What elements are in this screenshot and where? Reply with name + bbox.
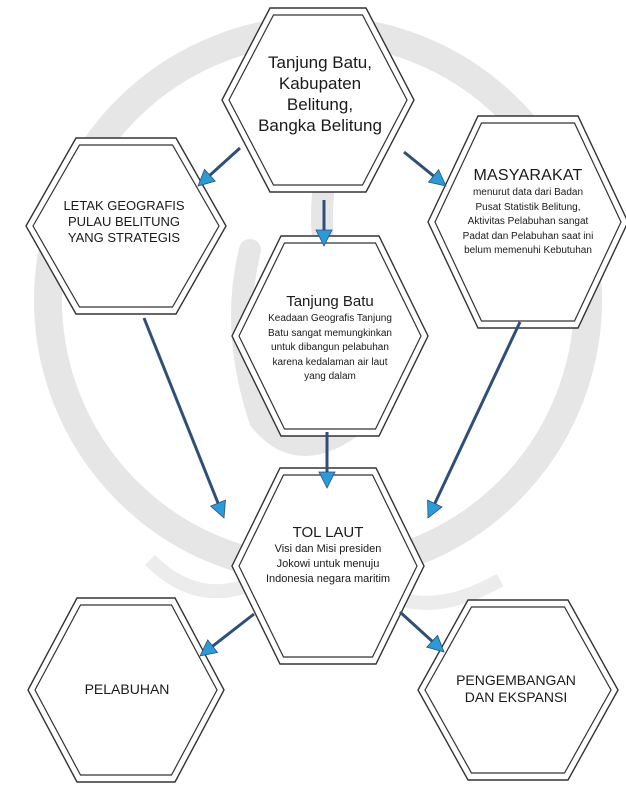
arrow-right-to-toll-line	[433, 321, 522, 505]
node-title: Tanjung Batu	[286, 293, 374, 310]
hex-top-inner	[228, 14, 408, 186]
arrow-top-to-left-line	[208, 146, 242, 177]
node-title: MASYARAKAT	[473, 167, 583, 184]
arrow-right-to-toll	[427, 321, 522, 519]
hex-pengembangan	[417, 599, 619, 781]
arrow-top-to-right-head	[427, 168, 447, 187]
hex-toll	[231, 467, 425, 665]
node-masyarakat: MASYARAKAT menurut data dari Badan Pusat…	[436, 166, 620, 258]
arrow-left-to-toll	[142, 317, 226, 519]
node-line: Padat dan Pelabuhan saat ini	[462, 230, 594, 242]
node-line: belum memenuhi Kebutuhan	[464, 245, 592, 256]
node-tol-laut: TOL LAUT Visi dan Misi presiden Jokowi u…	[238, 524, 418, 586]
node-line: Belitung,	[286, 95, 354, 114]
hex-toll-outer	[231, 467, 425, 665]
hex-top-outer	[221, 7, 415, 193]
hex-pengembangan-outer	[417, 599, 619, 781]
node-line: PELABUHAN	[84, 681, 170, 697]
arrow-layer	[142, 146, 522, 657]
node-line: Tanjung Batu,	[268, 53, 372, 72]
node-line: menurut data dari Badan	[472, 187, 584, 198]
hex-right	[427, 115, 626, 329]
arrow-right-to-toll-head	[427, 499, 443, 519]
hex-pengembangan-inner	[424, 606, 612, 774]
node-line: LETAK GEOGRAFIS	[63, 198, 185, 213]
node-line: untuk dibangun pelabuhan	[271, 342, 389, 353]
node-line: Pusat Statistik Belitung,	[475, 201, 581, 213]
node-tanjung-batu-belitung: Tanjung Batu, Kabupaten Belitung, Bangka…	[230, 52, 410, 136]
arrow-top-to-left	[197, 146, 242, 187]
hexagon-layer	[25, 7, 626, 783]
arrow-top-to-left-head	[197, 168, 216, 187]
hex-right-outer	[427, 115, 626, 329]
hex-left	[25, 137, 227, 315]
hex-toll-inner	[238, 474, 418, 658]
node-line: PENGEMBANGAN	[456, 672, 576, 688]
node-line: Kabupaten	[278, 74, 362, 93]
arrow-left-to-toll-head	[209, 499, 226, 519]
hex-top	[221, 7, 415, 193]
node-line: YANG STRATEGIS	[67, 230, 181, 245]
arrow-toll-to-pelabuhan-head	[199, 639, 219, 657]
node-line: karena kedalaman air laut	[272, 356, 388, 368]
hex-right-inner	[434, 122, 622, 322]
hex-center-outer	[231, 235, 429, 437]
node-pelabuhan: PELABUHAN	[52, 681, 202, 698]
arrow-toll-to-pelabuhan-line	[211, 612, 255, 648]
node-line: Aktivitas Pelabuhan sangat	[467, 216, 589, 227]
node-line: Bangka Belitung	[258, 116, 382, 135]
node-line: DAN EKSPANSI	[464, 689, 568, 705]
node-line: Visi dan Misi presiden	[274, 543, 382, 555]
arrow-top-to-center	[315, 200, 333, 247]
arrow-top-to-center-head	[315, 229, 333, 247]
arrow-toll-to-pengembangan-head	[426, 634, 445, 653]
node-line: Jokowi untuk menuju	[276, 558, 380, 570]
arrow-top-to-right-line	[403, 150, 435, 178]
arrow-toll-to-pengembangan-line	[398, 610, 434, 643]
hex-left-inner	[32, 144, 220, 308]
hex-center-inner	[238, 242, 422, 430]
node-line: PULAU BELITUNG	[68, 214, 180, 229]
node-letak-geografis: LETAK GEOGRAFIS PULAU BELITUNG YANG STRA…	[36, 198, 212, 246]
arrow-toll-to-pelabuhan	[199, 612, 255, 657]
hex-pelabuhan	[27, 597, 225, 783]
node-line: yang dalam	[304, 371, 356, 382]
node-line: Indonesia negara maritim	[265, 573, 391, 585]
arrow-left-to-toll-line	[142, 317, 220, 504]
node-title: TOL LAUT	[292, 524, 364, 541]
node-pengembangan: PENGEMBANGAN DAN EKSPANSI	[420, 672, 612, 706]
arrow-center-to-toll-head	[318, 471, 336, 489]
hex-center	[231, 235, 429, 437]
arrow-top-to-right	[403, 150, 447, 187]
hex-pelabuhan-inner	[34, 604, 218, 776]
arrow-toll-to-pengembangan	[398, 610, 445, 653]
arrow-center-to-toll	[318, 432, 336, 489]
hex-left-outer	[25, 137, 227, 315]
hex-pelabuhan-outer	[27, 597, 225, 783]
node-tanjung-batu: Tanjung Batu Keadaan Geografis Tanjung B…	[238, 293, 422, 384]
node-line: Keadaan Geografis Tanjung	[268, 313, 392, 324]
node-line: Batu sangat memungkinkan	[268, 327, 392, 339]
